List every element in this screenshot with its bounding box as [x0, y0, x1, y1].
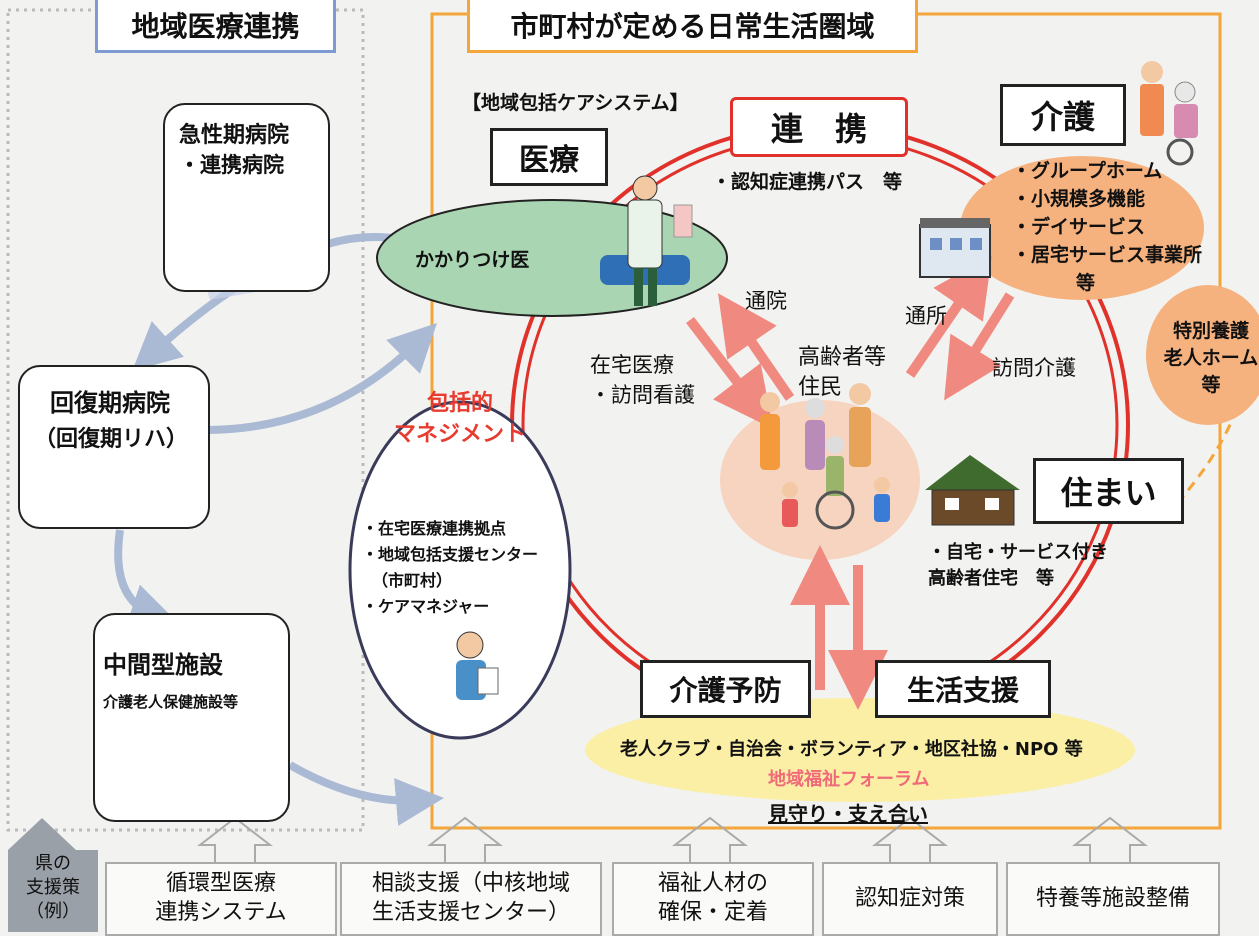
support-item-line: 認知症対策: [854, 885, 965, 911]
intermediate-facility-box: 中間型施設 介護老人保健施設等: [93, 613, 290, 822]
care-item: ・居宅サービス事業所: [1012, 244, 1203, 266]
care-manager-illustration: [456, 631, 499, 700]
support-label: 県の 支援策 （例）: [8, 852, 98, 924]
residents-line: 住民: [798, 375, 843, 400]
acute-hospital-box: 急性期病院 ・連携病院: [163, 103, 330, 292]
connector-recovery-doctor: [204, 323, 437, 434]
arrow-home-medical: [686, 316, 774, 429]
intermediate-sub: 介護老人保健施設等: [103, 693, 239, 711]
care-item: 等: [1076, 272, 1096, 294]
management-title-line: 包括的: [426, 391, 493, 416]
management-item: ・在宅医療連携拠点: [362, 519, 507, 538]
arrow-day-service: [905, 255, 992, 378]
recovery-hospital-sub: （回復期リハ）: [34, 427, 189, 452]
residents-illustration: [760, 383, 890, 530]
day-service-building: [919, 218, 991, 278]
special-home-line: 老人ホーム: [1163, 347, 1259, 369]
management-item: （市町村）: [372, 571, 453, 590]
housing-list: ・自宅・サービス付き 高齢者住宅 等: [928, 540, 1108, 592]
arrow-home-care: [944, 292, 1015, 401]
management-title: 包括的 マネジメント: [372, 388, 548, 450]
community-ellipse: [585, 698, 1135, 802]
support-label-bg: [8, 850, 98, 932]
housing-item: ・自宅・サービス付き: [928, 542, 1108, 563]
recovery-hospital-title: 回復期病院: [50, 389, 170, 417]
management-list: ・在宅医療連携拠点 ・地域包括支援センター （市町村） ・ケアマネジャー: [362, 516, 538, 620]
community-forum: 地域福祉フォーラム: [768, 769, 930, 790]
special-home-ellipse: [1146, 285, 1259, 425]
care-illustration: [1140, 61, 1198, 166]
management-title-line: マネジメント: [393, 422, 526, 447]
footer-arrows: [197, 816, 1148, 862]
support-item-line: 確保・定着: [657, 900, 768, 925]
house-illustration: [925, 455, 1020, 526]
care-ellipse: [960, 156, 1204, 300]
intermediate-title: 中間型施設: [103, 651, 223, 679]
housing-item: 高齢者住宅 等: [928, 568, 1054, 589]
community-groups: 老人クラブ・自治会・ボランティア・地区社協・NPO 等: [620, 739, 1083, 760]
system-label: 【地域包括ケアシステム】: [462, 92, 689, 114]
acute-hospital-title: 急性期病院: [179, 123, 290, 148]
care-item: ・グループホーム: [1012, 160, 1163, 182]
home-medical-line: 在宅医療: [590, 353, 674, 377]
management-ellipse: [348, 400, 572, 740]
support-item-line: 福祉人材の: [657, 871, 768, 897]
doctor-label: かかりつけ医: [415, 249, 530, 271]
support-item-medical-system: 循環型医療 連携システム: [105, 862, 337, 936]
management-item: ・ケアマネジャー: [362, 597, 490, 616]
connector-intermediate-area: [288, 761, 444, 826]
home-medical-label: 在宅医療 ・訪問看護: [590, 350, 695, 410]
support-item-line: 相談支援（中核地域: [371, 871, 570, 897]
community-watch: 見守り・支え合い: [768, 802, 928, 826]
special-home-link: [1178, 359, 1252, 501]
support-item-consultation: 相談支援（中核地域 生活支援センター）: [340, 862, 602, 936]
support-item-line: 循環型医療: [165, 871, 276, 897]
support-item-line: 生活支援センター）: [371, 900, 570, 925]
support-item-line: 特養等施設整備: [1035, 885, 1190, 911]
care-item: ・小規模多機能: [1012, 188, 1146, 210]
regional-title: 地域医療連携: [95, 0, 336, 53]
residents-label: 高齢者等 住民: [798, 343, 886, 403]
housing-label: 住まい: [1033, 458, 1184, 524]
life-support-label: 生活支援: [875, 660, 1051, 718]
special-home-label: 特別養護 老人ホーム 等: [1156, 318, 1259, 399]
special-home-line: 等: [1201, 374, 1221, 396]
care-list: ・グループホーム ・小規模多機能 ・デイサービス ・居宅サービス事業所 等: [1012, 157, 1202, 297]
arrow-outpatient: [718, 293, 795, 401]
support-item-facility: 特養等施設整備: [1006, 862, 1220, 936]
coordination-sub: ・認知症連携パス 等: [712, 171, 903, 193]
recovery-hospital-box: 回復期病院 （回復期リハ）: [18, 365, 210, 529]
special-home-line: 特別養護: [1172, 320, 1249, 342]
acute-hospital-sub: ・連携病院: [179, 153, 284, 177]
support-label-line: 支援策: [26, 877, 80, 898]
prevention-label: 介護予防: [640, 660, 811, 718]
support-label-line: 県の: [35, 853, 71, 874]
outpatient-label: 通院: [745, 289, 787, 313]
support-item-dementia: 認知症対策: [822, 862, 998, 936]
home-medical-line: ・訪問看護: [590, 383, 695, 407]
day-service-label: 通所: [905, 304, 947, 328]
support-label-line: （例）: [26, 901, 80, 922]
connector-recovery-intermediate: [114, 529, 178, 631]
support-item-line: 連携システム: [155, 900, 287, 925]
area-title: 市町村が定める日常生活圏域: [467, 0, 918, 53]
residents-line: 高齢者等: [798, 345, 887, 370]
medical-label: 医療: [490, 128, 608, 186]
coordination-label: 連 携: [730, 97, 908, 157]
doctor-illustration: [600, 175, 693, 306]
home-care-label: 訪問介護: [992, 356, 1076, 380]
support-item-welfare-staff: 福祉人材の 確保・定着: [612, 862, 814, 936]
care-label: 介護: [1000, 84, 1126, 146]
management-item: ・地域包括支援センター: [362, 545, 539, 564]
care-item: ・デイサービス: [1012, 216, 1146, 238]
